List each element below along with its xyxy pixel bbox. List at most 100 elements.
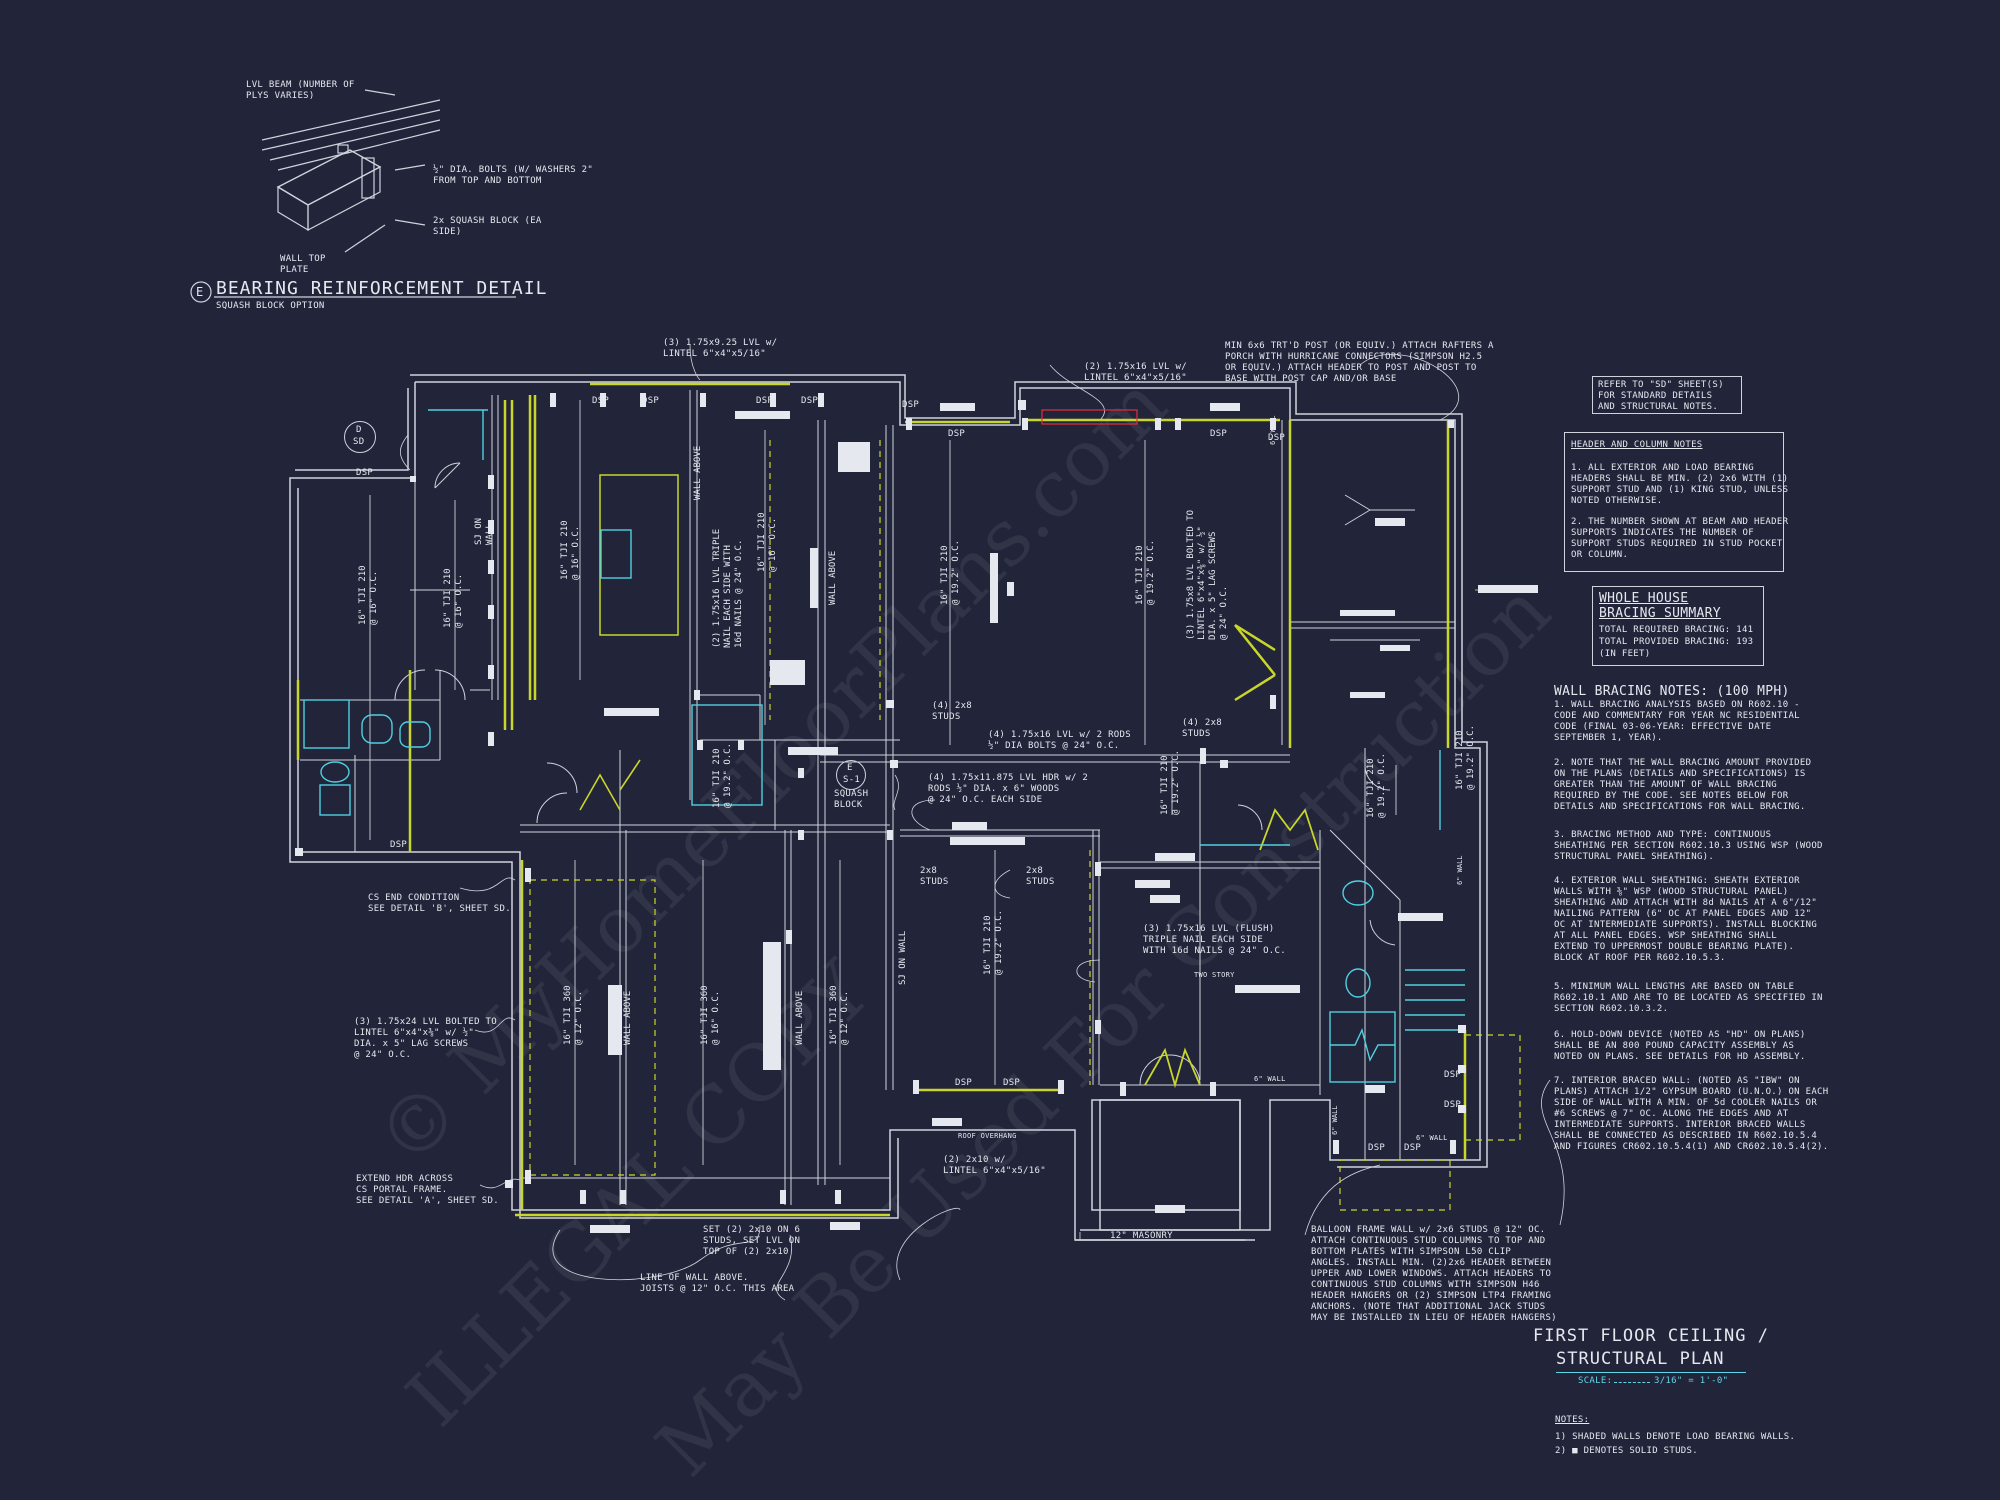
porch-post-note: MIN 6x6 TRT'D POST (OR EQUIV.) ATTACH RA…: [1225, 341, 1494, 384]
detail-label-beam: LVL BEAM (NUMBER OF PLYS VARIES): [246, 80, 355, 101]
joist-label-12: 16" TJI 360 @ 16" O.C.: [700, 985, 721, 1045]
callout-lvl-rods: (4) 1.75x16 LVL w/ 2 RODS ½" DIA BOLTS @…: [988, 730, 1131, 751]
wall-bracing-note-4: 4. EXTERIOR WALL SHEATHING: SHEATH EXTER…: [1554, 876, 1818, 963]
detail-title: BEARING REINFORCEMENT DETAIL: [216, 278, 548, 299]
wall-bracing-note-6: 6. HOLD-DOWN DEVICE (NOTED AS "HD" ON PL…: [1554, 1030, 1806, 1062]
squash-marker-sheet: S-1: [843, 775, 861, 785]
footer-notes-heading: NOTES:: [1555, 1415, 1590, 1425]
callout-line-wall-above: LINE OF WALL ABOVE. JOISTS @ 12" O.C. TH…: [640, 1273, 795, 1294]
lvl-triple-label: (2) 1.75x16 LVL TRIPLE NAIL EACH SIDE WI…: [712, 528, 744, 648]
detail-subtitle: SQUASH BLOCK OPTION: [216, 301, 325, 311]
callout-studs-4b: (4) 2x8 STUDS: [1182, 718, 1223, 739]
callout-balloon: BALLOON FRAME WALL w/ 2x6 STUDS @ 12" OC…: [1311, 1225, 1557, 1323]
wall-bracing-note-7: 7. INTERIOR BRACED WALL: (NOTED AS "IBW"…: [1554, 1076, 1829, 1152]
callout-studs-2b: 2x8 STUDS: [1026, 866, 1055, 887]
detail-label-bolts: ½" DIA. BOLTS (W/ WASHERS 2" FROM TOP AN…: [433, 165, 594, 186]
wall-bracing-note-1: 1. WALL BRACING ANALYSIS BASED ON R602.1…: [1554, 700, 1800, 743]
squash-block-label: SQUASH BLOCK: [834, 789, 869, 810]
wall-above-label-4: WALL ABOVE: [795, 990, 805, 1045]
wall-6-label-d: 6" WALL: [1331, 1105, 1339, 1135]
header-column-notes-box: HEADER AND COLUMN NOTES 1. ALL EXTERIOR …: [1564, 432, 1788, 572]
door-swings: [394, 462, 1396, 1086]
joist-label-3: 16" TJI 210 @ 16" O.C.: [560, 520, 581, 580]
bracing-summary-box: WHOLE HOUSE BRACING SUMMARY TOTAL REQUIR…: [1592, 586, 1764, 666]
refer-note-box: REFER TO "SD" SHEET(S) FOR STANDARD DETA…: [1592, 376, 1742, 414]
joist-span-arrows: [369, 400, 1420, 1165]
dsp-label-1: DSP: [592, 396, 610, 406]
label-plates: [590, 403, 1538, 1233]
callout-roof-overhang: ROOF OVERHANG: [958, 1132, 1017, 1140]
dsp-label-14: DSP: [1444, 1100, 1462, 1110]
dsp-label-15: DSP: [1268, 433, 1286, 443]
plan-scale-value: 3/16" = 1'-0": [1654, 1376, 1729, 1386]
header-column-note-1: 1. ALL EXTERIOR AND LOAD BEARING HEADERS…: [1571, 463, 1789, 506]
wall-6-label-e: 6" WALL: [1416, 1134, 1448, 1142]
red-header-marker: [1041, 409, 1138, 425]
sj-on-wall-label-2: SJ ON WALL: [898, 930, 908, 985]
dsp-label-13: DSP: [1444, 1070, 1462, 1080]
section-marker-sheet: SD: [353, 437, 365, 447]
plan-scale-dashes: [1614, 1382, 1650, 1383]
callout-lintel-2x10: (2) 2x10 w/ LINTEL 6"x4"x5/16": [943, 1155, 1046, 1176]
joist-label-8: 16" TJI 210 @ 19.2" O.C.: [1366, 752, 1387, 818]
joist-label-7: 16" TJI 210 @ 19.2" O.C.: [1160, 749, 1181, 815]
callout-flush-lvl: (3) 1.75x16 LVL (FLUSH) TRIPLE NAIL EACH…: [1143, 924, 1286, 956]
dsp-label-10: DSP: [1003, 1078, 1021, 1088]
dsp-label-3: DSP: [756, 396, 774, 406]
callout-lvl-hdr: (4) 1.75x11.875 LVL HDR w/ 2 RODS ½" DIA…: [928, 773, 1089, 805]
joist-label-4: 16" TJI 210 @ 16" O.C.: [757, 512, 778, 572]
fixtures: [303, 409, 1465, 1083]
joist-label-1: 16" TJI 210 @ 16" O.C.: [358, 565, 379, 625]
joist-label-13: 16" TJI 360 @ 12" O.C.: [829, 985, 850, 1045]
footer-note-2: 2) ■ DENOTES SOLID STUDS.: [1555, 1446, 1698, 1456]
bearing-detail-sketch: [190, 89, 516, 303]
callout-two-story: TWO STORY: [1194, 971, 1235, 979]
section-marker: D SD: [344, 421, 376, 453]
dsp-label-12: DSP: [1404, 1143, 1422, 1153]
joist-label-2: 16" TJI 210 @ 16" O.C.: [443, 568, 464, 628]
dsp-label-4: DSP: [801, 396, 819, 406]
callout-studs-2a: 2x8 STUDS: [920, 866, 949, 887]
refer-note: REFER TO "SD" SHEET(S) FOR STANDARD DETA…: [1598, 380, 1724, 412]
dsp-label-5: DSP: [948, 429, 966, 439]
dsp-label-9: DSP: [955, 1078, 973, 1088]
dsp-label-7: DSP: [356, 468, 374, 478]
sj-on-wall-label: SJ ON WALL: [474, 517, 495, 545]
header-column-note-2: 2. THE NUMBER SHOWN AT BEAM AND HEADER S…: [1571, 517, 1789, 560]
dsp-label-2: DSP: [642, 396, 660, 406]
callout-studs-4: (4) 2x8 STUDS: [932, 701, 973, 722]
wall-above-label-3: WALL ABOVE: [623, 990, 633, 1045]
lvl-bolted-label: (3) 1.75x8 LVL BOLTED TO LINTEL 6"x4"x⅜"…: [1186, 509, 1229, 640]
header-column-notes-heading: HEADER AND COLUMN NOTES: [1571, 440, 1703, 450]
callout-set-2x10: SET (2) 2x10 ON 6 STUDS, SET LVL ON TOP …: [703, 1225, 801, 1257]
squash-block-marker: E S-1: [836, 760, 866, 790]
load-bearing-walls: [296, 382, 1521, 1217]
detail-marker: E: [196, 285, 204, 299]
callout-lvl-mid-top: (2) 1.75x16 LVL w/ LINTEL 6"x4"x5/16": [1084, 362, 1187, 383]
bracing-provided: TOTAL PROVIDED BRACING: 193: [1599, 637, 1754, 647]
callout-masonry: 12" MASONRY: [1110, 1231, 1173, 1241]
joist-label-10: 16" TJI 210 @ 19.2" O.C.: [712, 742, 733, 808]
callout-extend-hdr: EXTEND HDR ACROSS CS PORTAL FRAME. SEE D…: [356, 1174, 499, 1206]
callout-lvl-24: (3) 1.75x24 LVL BOLTED TO LINTEL 6"x4"x⅜…: [354, 1017, 497, 1060]
exterior-walls: [289, 374, 1488, 1241]
callout-cs-end: CS END CONDITION SEE DETAIL 'B', SHEET S…: [368, 893, 511, 914]
dsp-label-8: DSP: [390, 840, 408, 850]
footer-note-1: 1) SHADED WALLS DENOTE LOAD BEARING WALL…: [1555, 1432, 1796, 1442]
detail-label-plate: WALL TOP PLATE: [280, 254, 326, 275]
bracing-required: TOTAL REQUIRED BRACING: 141: [1599, 625, 1754, 635]
section-marker-letter: D: [356, 425, 362, 435]
bracing-unit: (IN FEET): [1599, 649, 1651, 659]
wall-6-label-a: 6" WALL: [1254, 1075, 1286, 1083]
detail-label-block: 2x SQUASH BLOCK (EA SIDE): [433, 216, 542, 237]
wall-above-label-1: WALL ABOVE: [693, 445, 703, 500]
joist-label-6: 16" TJI 210 @ 19.2" O.C.: [1135, 539, 1156, 605]
joist-label-11: 16" TJI 360 @ 12" O.C.: [563, 985, 584, 1045]
bracing-summary-heading: WHOLE HOUSE BRACING SUMMARY: [1599, 591, 1721, 621]
joist-label-5: 16" TJI 210 @ 19.2" O.C.: [940, 539, 961, 605]
plan-title-line1: FIRST FLOOR CEILING /: [1533, 1326, 1769, 1346]
callout-lvl-top: (3) 1.75x9.25 LVL w/ LINTEL 6"x4"x5/16": [663, 338, 778, 359]
dsp-label-6: DSP: [1210, 429, 1228, 439]
dsp-label-11: DSP: [1368, 1143, 1386, 1153]
